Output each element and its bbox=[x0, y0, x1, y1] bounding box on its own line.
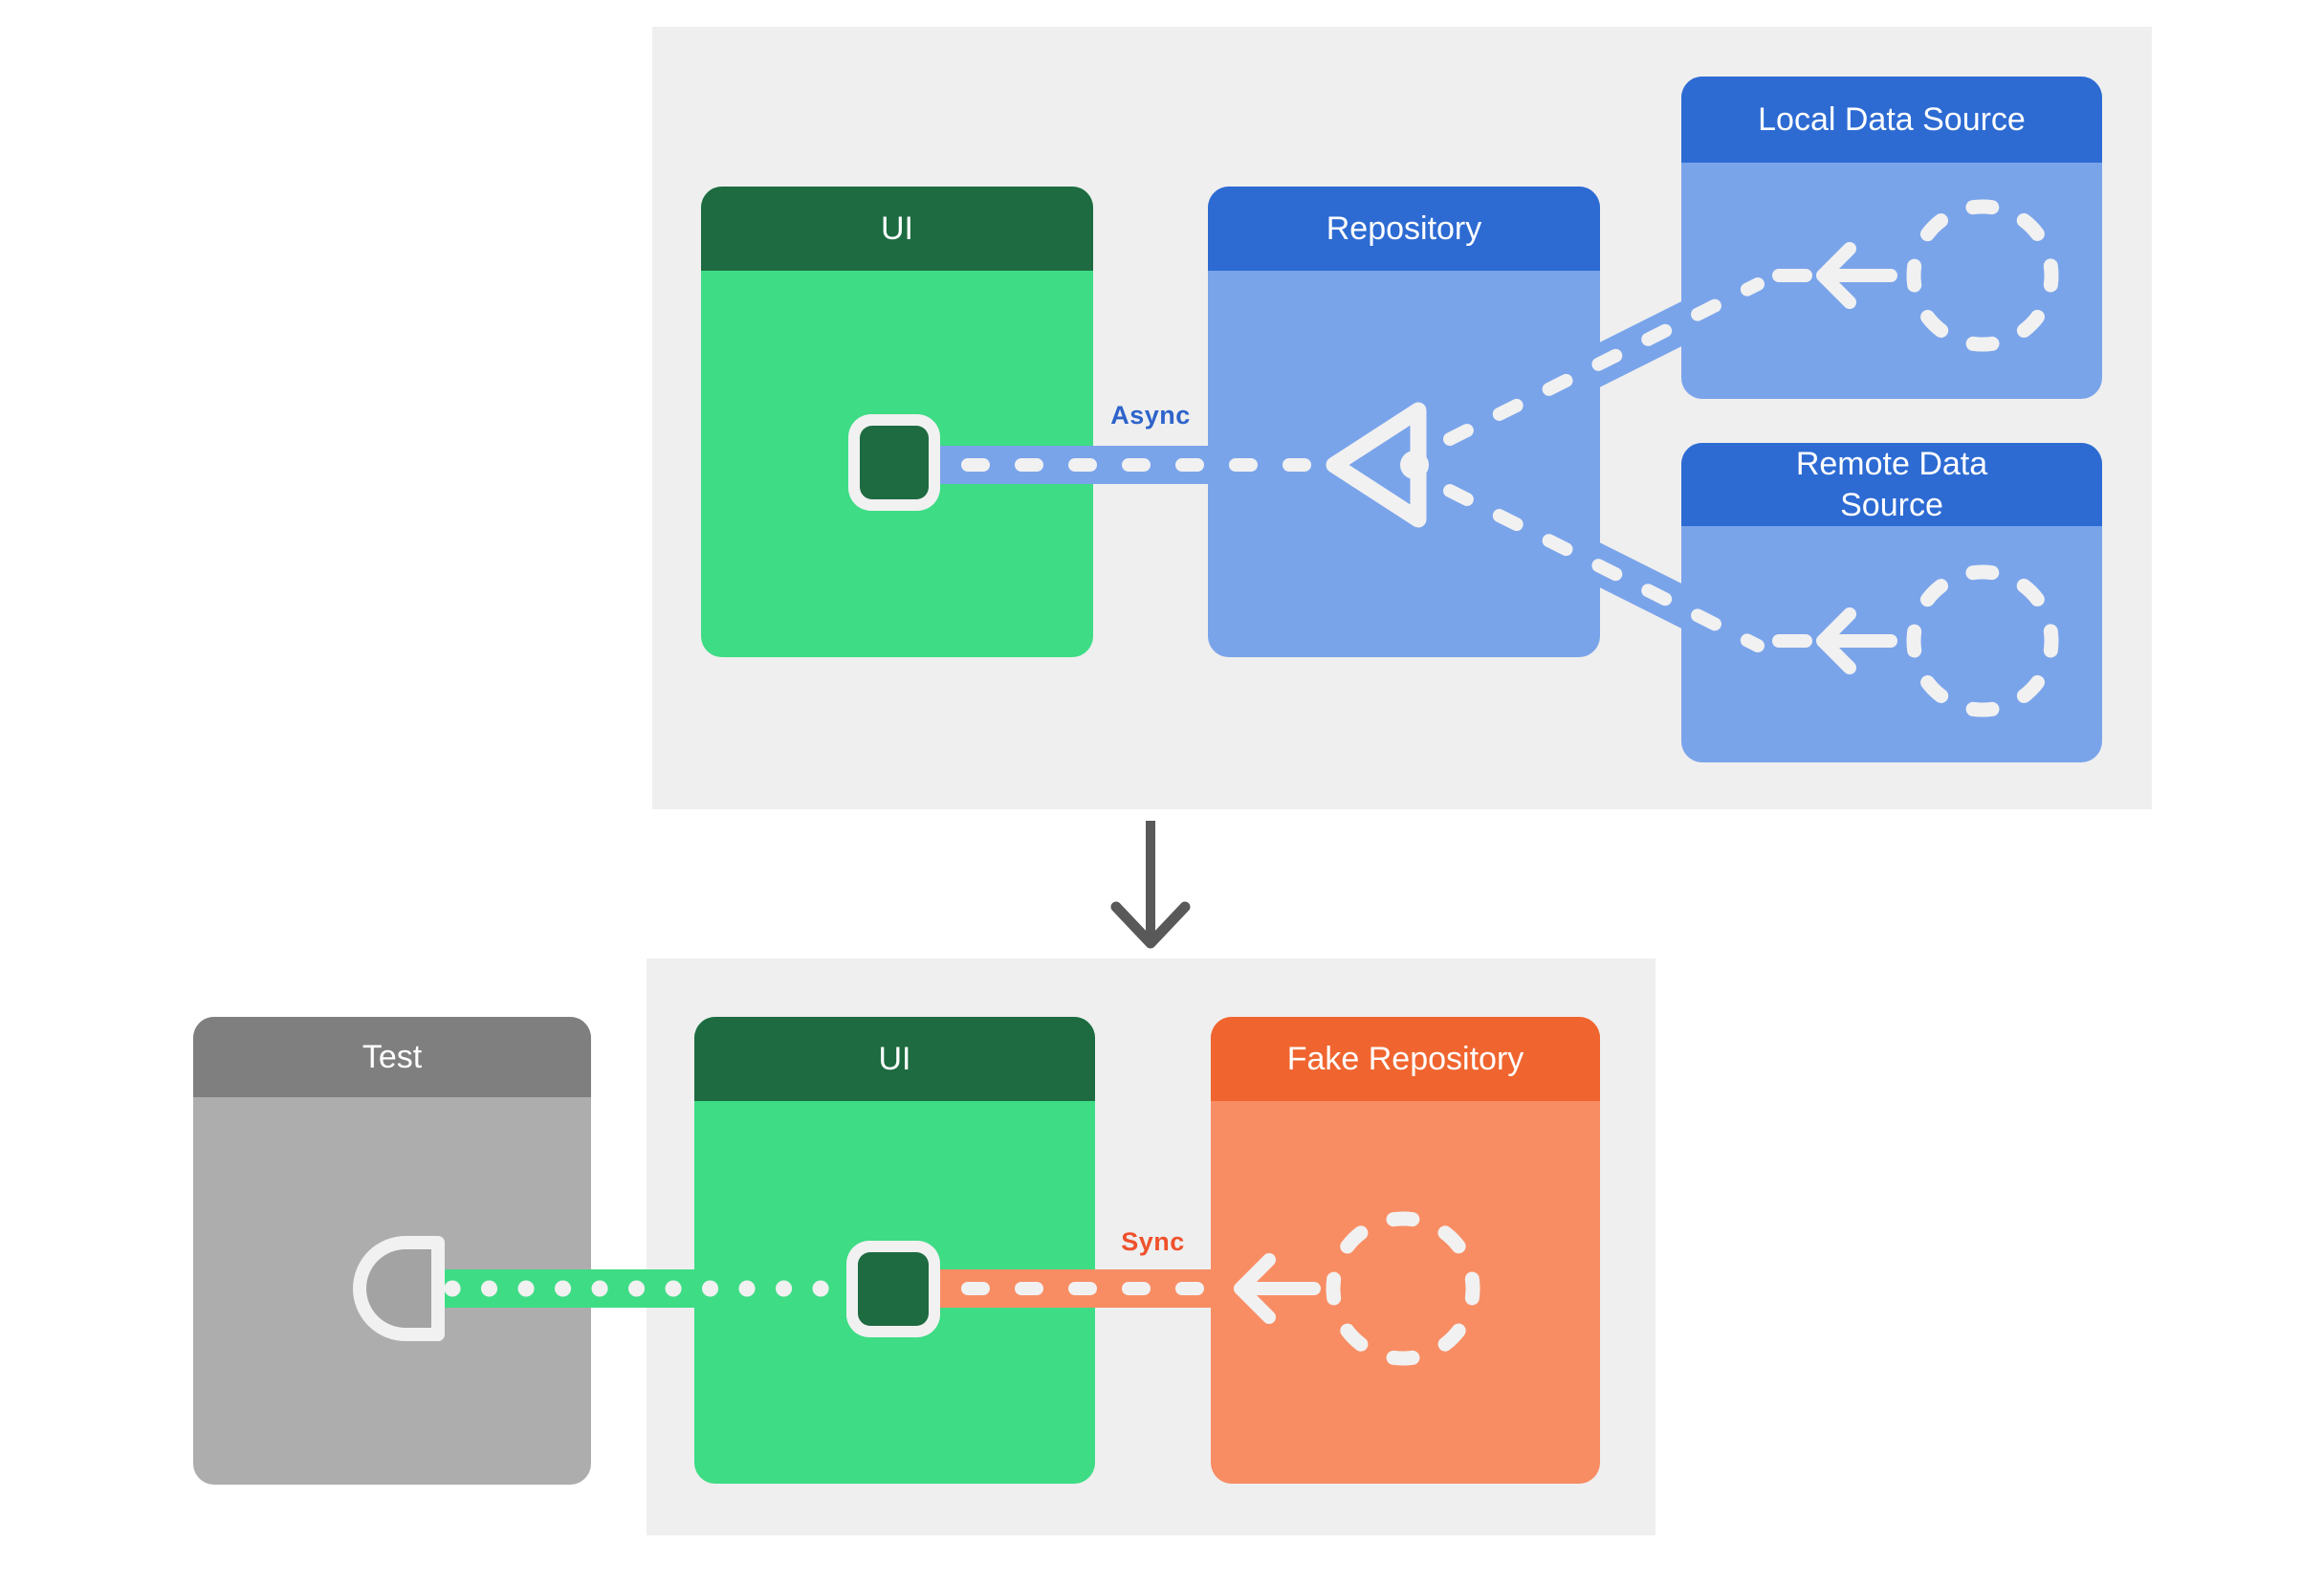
remote-data-source-box: Remote Data Source bbox=[1681, 443, 2102, 762]
remote-data-source-title: Remote Data Source bbox=[1795, 446, 1988, 523]
ui-box-top-header: UI bbox=[701, 187, 1093, 271]
repository-box: Repository bbox=[1208, 187, 1600, 657]
fake-repository-title: Fake Repository bbox=[1286, 1040, 1524, 1077]
repository-box-title: Repository bbox=[1326, 209, 1482, 247]
async-flow-label: Async bbox=[1110, 401, 1191, 430]
local-data-source-title: Local Data Source bbox=[1758, 100, 2026, 138]
sync-flow-label: Sync bbox=[1121, 1227, 1185, 1256]
local-data-source-header: Local Data Source bbox=[1681, 77, 2102, 163]
remote-data-source-header: Remote Data Source bbox=[1681, 443, 2102, 526]
ui-box-bottom: UI bbox=[694, 1017, 1095, 1484]
test-box-title: Test bbox=[362, 1038, 423, 1075]
fake-repository-header: Fake Repository bbox=[1211, 1017, 1600, 1101]
ui-box-top: UI bbox=[701, 187, 1093, 657]
ui-box-bottom-header: UI bbox=[694, 1017, 1095, 1101]
repository-box-header: Repository bbox=[1208, 187, 1600, 271]
local-data-source-box: Local Data Source bbox=[1681, 77, 2102, 399]
down-arrow-icon bbox=[1110, 821, 1191, 949]
ui-box-top-title: UI bbox=[881, 209, 913, 247]
ui-box-bottom-title: UI bbox=[878, 1040, 911, 1077]
test-box-header: Test bbox=[193, 1017, 591, 1097]
fake-repository-box: Fake Repository bbox=[1211, 1017, 1600, 1484]
test-box: Test bbox=[193, 1017, 591, 1485]
